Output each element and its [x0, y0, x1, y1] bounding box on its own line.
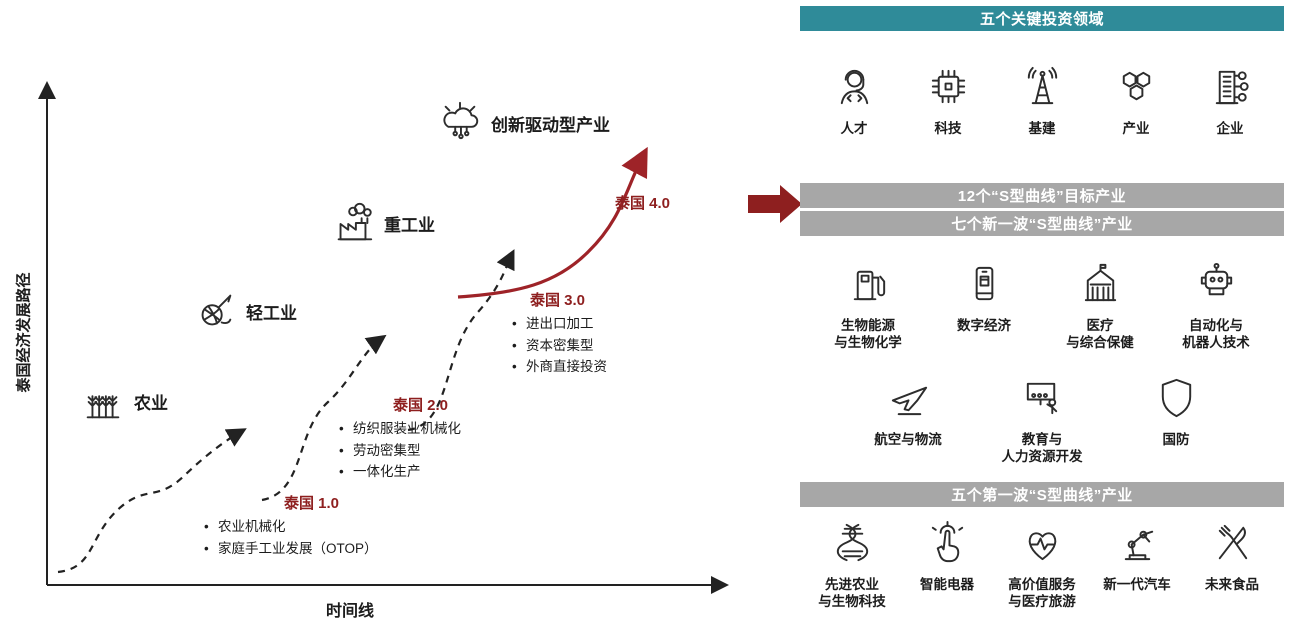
key-areas-row: 人才 科技 基建 产业 企业	[800, 63, 1284, 138]
milestone-thailand-1: 泰国 1.0 农业机械化 家庭手工业发展（OTOP）	[200, 492, 378, 559]
key-area-label: 产业	[1122, 121, 1150, 136]
key-area-label: 人才	[840, 121, 868, 136]
key-area-label: 企业	[1216, 121, 1244, 136]
key-area-enterprise: 企业	[1188, 63, 1272, 138]
industry-label: 航空与物流	[874, 431, 942, 447]
milestone-bullet: 家庭手工业发展（OTOP）	[200, 538, 378, 560]
technology-icon	[925, 63, 972, 110]
industry-future-food: 未来食品	[1186, 519, 1278, 611]
digital-economy-icon	[961, 260, 1008, 307]
innovation-cloud-icon	[437, 100, 483, 146]
key-area-industry: 产业	[1094, 63, 1178, 138]
first-wave-header: 五个第一波“S型曲线”产业	[800, 481, 1284, 507]
industry-medical-tourism: 高价值服务 与医疗旅游	[996, 519, 1088, 611]
x-axis-label: 时间线	[325, 603, 374, 620]
milestone-title: 泰国 2.0	[393, 397, 449, 414]
industry-label: 数字经济	[957, 317, 1011, 333]
dashed-curve-3	[407, 249, 515, 432]
key-area-infrastructure: 基建	[1000, 63, 1084, 138]
stage-label: 重工业	[384, 215, 435, 235]
smart-appliance-icon	[924, 519, 971, 566]
industry-education-hr: 教育与 人力资源开发	[986, 374, 1098, 466]
industry-agriculture-biotech: 先进农业 与生物科技	[806, 519, 898, 611]
milestone-thailand-2: 泰国 2.0 纺织服装业机械化 劳动密集型 一体化生产	[335, 394, 461, 483]
dashed-curve-2	[261, 334, 387, 502]
thailand-4-curve	[457, 146, 648, 299]
medical-tourism-icon	[1019, 519, 1066, 566]
industry-label: 生物能源 与生物化学	[834, 317, 902, 351]
new-wave-row-2: 航空与物流 教育与 人力资源开发 国防	[800, 374, 1284, 466]
milestone-bullet: 劳动密集型	[335, 440, 461, 462]
key-area-label: 基建	[1028, 121, 1056, 136]
stage-innovation: 创新驱动型产业	[437, 100, 610, 146]
milestone-thailand-3: 泰国 3.0 进出口加工 资本密集型 外商直接投资	[508, 289, 607, 378]
right-panel: 五个关键投资领域 人才 科技 基建 产业 企业 12个“S	[800, 6, 1284, 611]
development-path-chart	[38, 81, 729, 594]
industry-label: 教育与 人力资源开发	[1001, 431, 1083, 465]
industry-aviation-logistics: 航空与物流	[852, 374, 964, 466]
new-wave-header: 七个新一波“S型曲线”产业	[800, 210, 1284, 236]
flow-arrow	[748, 185, 802, 223]
milestone-bullet: 进出口加工	[508, 313, 607, 335]
stage-label: 轻工业	[246, 303, 297, 323]
milestone-bullet: 农业机械化	[200, 516, 378, 538]
industry-icon	[1113, 63, 1160, 110]
new-wave-row-1: 生物能源 与生物化学 数字经济 医疗 与综合保健 自动化与 机器人技术	[800, 260, 1284, 352]
industry-label: 智能电器	[920, 576, 974, 592]
stage-label: 创新驱动型产业	[491, 115, 610, 135]
industry-healthcare: 医疗 与综合保健	[1046, 260, 1154, 352]
milestone-bullet: 纺织服装业机械化	[335, 418, 461, 440]
key-area-talent: 人才	[812, 63, 896, 138]
target-industries-header: 12个“S型曲线”目标产业	[800, 182, 1284, 208]
factory-icon	[330, 200, 376, 246]
stage-agriculture: 农业	[80, 378, 168, 424]
industry-label: 先进农业 与生物科技	[818, 576, 886, 610]
next-gen-auto-icon	[1114, 519, 1161, 566]
key-investment-header: 五个关键投资领域	[800, 6, 1284, 31]
bioenergy-icon	[845, 260, 892, 307]
milestone-title: 泰国 3.0	[530, 292, 586, 309]
industry-label: 新一代汽车	[1103, 576, 1171, 592]
industry-label: 自动化与 机器人技术	[1182, 317, 1250, 351]
robotics-icon	[1193, 260, 1240, 307]
talent-icon	[831, 63, 878, 110]
industry-smart-appliance: 智能电器	[901, 519, 993, 611]
aviation-logistics-icon	[885, 374, 932, 421]
dashed-curve-1	[57, 428, 247, 574]
key-area-label: 科技	[934, 121, 962, 136]
milestone-title: 泰国 1.0	[284, 495, 340, 512]
stage-label: 农业	[134, 393, 168, 413]
industry-next-gen-auto: 新一代汽车	[1091, 519, 1183, 611]
industry-digital-economy: 数字经济	[930, 260, 1038, 352]
infrastructure-icon	[1019, 63, 1066, 110]
milestone-thailand-4: 泰国 4.0	[615, 195, 671, 212]
yarn-icon	[192, 288, 238, 334]
milestone-bullet: 一体化生产	[335, 461, 461, 483]
healthcare-icon	[1077, 260, 1124, 307]
industry-label: 医疗 与综合保健	[1066, 317, 1134, 351]
future-food-icon	[1209, 519, 1256, 566]
stage-heavy-industry: 重工业	[330, 200, 435, 246]
industry-defense: 国防	[1120, 374, 1232, 466]
wheat-icon	[80, 378, 126, 424]
key-area-technology: 科技	[906, 63, 990, 138]
industry-label: 未来食品	[1205, 576, 1259, 592]
industry-label: 国防	[1162, 431, 1190, 447]
industry-robotics: 自动化与 机器人技术	[1162, 260, 1270, 352]
industry-label: 高价值服务 与医疗旅游	[1008, 576, 1076, 610]
industry-bioenergy: 生物能源 与生物化学	[814, 260, 922, 352]
agriculture-biotech-icon	[829, 519, 876, 566]
defense-icon	[1153, 374, 1200, 421]
stage-light-industry: 轻工业	[192, 288, 297, 334]
enterprise-icon	[1207, 63, 1254, 110]
milestone-bullet: 外商直接投资	[508, 356, 607, 378]
y-axis-label: 泰国经济发展路径	[15, 272, 33, 393]
milestone-bullet: 资本密集型	[508, 335, 607, 357]
first-wave-row: 先进农业 与生物科技 智能电器 高价值服务 与医疗旅游 新一代汽车 未来食品	[800, 519, 1284, 611]
education-hr-icon	[1019, 374, 1066, 421]
